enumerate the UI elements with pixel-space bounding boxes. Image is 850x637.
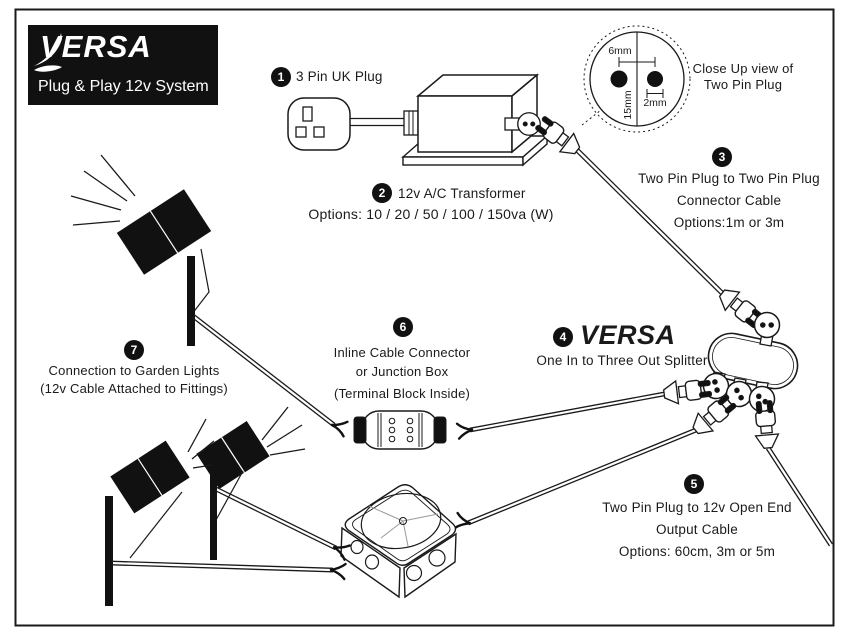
garden-light-1 xyxy=(70,154,349,438)
badge-2: 2 xyxy=(372,183,392,203)
junction-box-illustration xyxy=(340,484,457,599)
output-cable-c xyxy=(751,399,834,547)
step3-line3: Options:1m or 3m xyxy=(673,215,785,230)
step7-line1: Connection to Garden Lights xyxy=(48,363,220,378)
label-step4-brand: VERSA xyxy=(580,320,676,350)
uk-plug-illustration xyxy=(287,97,419,151)
frame-border xyxy=(14,8,835,627)
label-step3: Two Pin Plug to Two Pin Plug Connector C… xyxy=(629,168,829,234)
output-cable-a xyxy=(455,376,713,440)
dim-2mm: 2mm xyxy=(643,97,667,109)
logo-tagline: Plug & Play 12v System xyxy=(38,78,209,95)
output-cable-b xyxy=(453,390,740,532)
splitter-illustration xyxy=(699,311,799,418)
badge-4: 4 xyxy=(553,327,573,347)
label-step6: Inline Cable Connector or Junction Box (… xyxy=(322,343,482,403)
badge-3: 3 xyxy=(712,147,732,167)
label-step2-options: Options: 10 / 20 / 50 / 100 / 150va (W) xyxy=(308,206,554,222)
dim-15mm: 15mm xyxy=(622,90,634,120)
badge-5: 5 xyxy=(684,474,704,494)
badge-6: 6 xyxy=(393,317,413,337)
label-step7: Connection to Garden Lights (12v Cable A… xyxy=(34,362,234,398)
connector-cable-illustration xyxy=(532,112,767,332)
label-step4: One In to Three Out Splitter xyxy=(536,353,708,368)
step3-line1: Two Pin Plug to Two Pin Plug xyxy=(638,171,820,186)
step5-line2: Output Cable xyxy=(656,522,738,537)
step5-line3: Options: 60cm, 3m or 5m xyxy=(618,544,776,559)
versa-logo: VERSA Plug & Play 12v System xyxy=(28,25,218,105)
step6-line1: Inline Cable Connector xyxy=(333,345,471,360)
closeup-title-line1: Close Up view of xyxy=(692,61,794,76)
garden-light-2 xyxy=(196,406,351,561)
dim-6mm: 6mm xyxy=(608,45,632,57)
label-step2: 12v A/C Transformer xyxy=(398,186,526,201)
label-closeup: Close Up view of Two Pin Plug xyxy=(688,61,798,93)
badge-7: 7 xyxy=(124,340,144,360)
step6-line2: or Junction Box xyxy=(355,364,449,379)
step6-line3: (Terminal Block Inside) xyxy=(333,386,471,401)
label-step5: Two Pin Plug to 12v Open End Output Cabl… xyxy=(597,497,797,563)
step5-line1: Two Pin Plug to 12v Open End xyxy=(602,500,792,515)
closeup-illustration xyxy=(581,25,691,133)
badge-1: 1 xyxy=(271,67,291,87)
swoosh-icon xyxy=(34,33,62,72)
garden-light-3 xyxy=(105,418,347,606)
transformer-illustration xyxy=(401,73,549,167)
step7-line2: (12v Cable Attached to Fittings) xyxy=(40,381,228,396)
step3-line2: Connector Cable xyxy=(676,193,782,208)
closeup-title-line2: Two Pin Plug xyxy=(703,77,783,92)
label-step1: 3 Pin UK Plug xyxy=(296,69,383,84)
inline-connector-illustration xyxy=(353,410,447,450)
